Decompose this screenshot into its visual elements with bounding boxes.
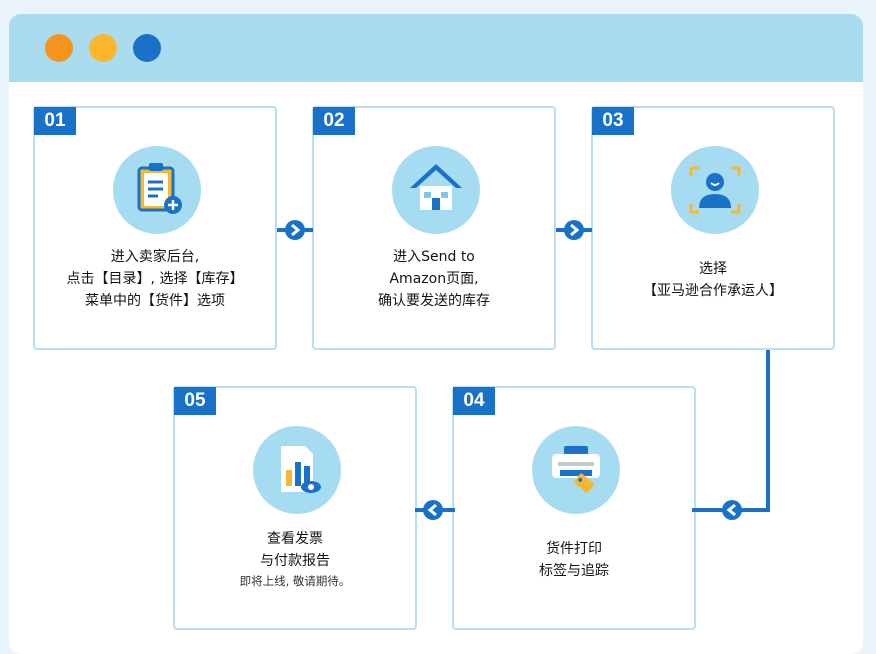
window-dot-yellow (89, 34, 117, 62)
window-dot-orange (45, 34, 73, 62)
step-number-badge: 04 (453, 387, 495, 415)
step-description: 进入Send to Amazon页面, 确认要发送的库存 (378, 249, 490, 309)
step-number-badge: 01 (34, 107, 76, 135)
step-description: 选择 【亚马逊合作承运人】 (643, 261, 783, 299)
connector-04-05 (415, 500, 455, 520)
window-titlebar (9, 14, 863, 82)
connector-03-04 (692, 350, 770, 520)
step-number-badge: 05 (174, 387, 216, 415)
step-card-02: 02 进入Send to Amazon页面, 确认要发送的库存 (312, 106, 556, 350)
step-number-badge: 02 (313, 107, 355, 135)
step-card-05: 05 查看发票 与付款报告 即将上线, 敬请期待。 (173, 386, 417, 630)
label-printer-icon (532, 426, 620, 514)
step-card-03: 03 选择 【亚马逊合作承运人】 (591, 106, 835, 350)
house-icon (392, 146, 480, 234)
user-scan-icon (671, 146, 759, 234)
step-description: 查看发票 与付款报告 即将上线, 敬请期待。 (181, 528, 409, 590)
coming-soon-note: 即将上线, 敬请期待。 (239, 574, 351, 588)
step-card-04: 04 货件打印 标签与追踪 (452, 386, 696, 630)
step-number-badge: 03 (592, 107, 634, 135)
report-chart-icon (253, 426, 341, 514)
step-description: 进入卖家后台, 点击【目录】, 选择【库存】 菜单中的【货件】选项 (66, 249, 244, 309)
window-dot-blue (133, 34, 161, 62)
step-card-01: 01 进入卖家后台, 点击【目录】, 选择【库存】 菜单中的【货件】选项 (33, 106, 277, 350)
connector-01-02 (277, 220, 313, 240)
step-description: 货件打印 标签与追踪 (539, 541, 609, 579)
clipboard-add-icon (113, 146, 201, 234)
connector-02-03 (556, 220, 592, 240)
